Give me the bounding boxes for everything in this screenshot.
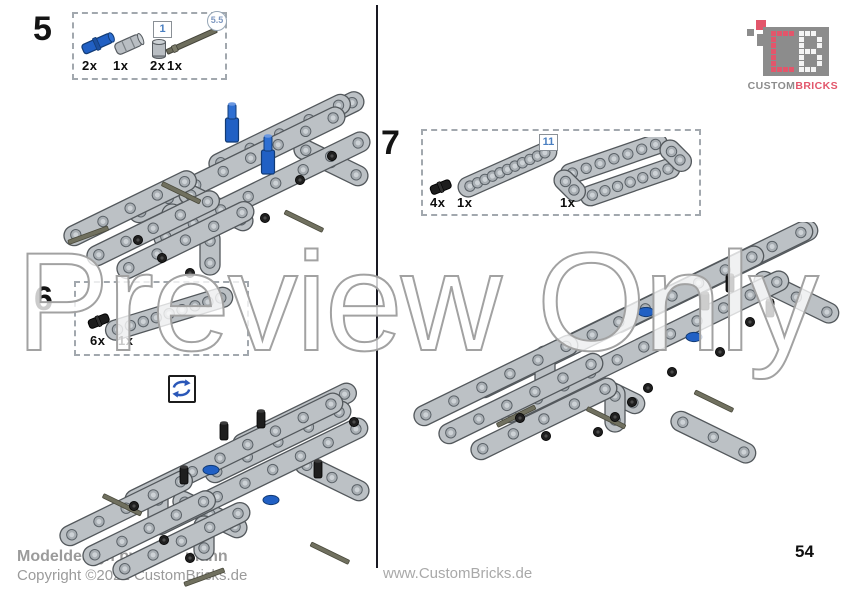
step7-part2-qty: 1x [457, 195, 473, 210]
axle-connector-icon [114, 32, 145, 55]
step7-number: 7 [381, 124, 400, 162]
step6-parts-box: 6x 1x [74, 281, 249, 356]
step6-assembly-image [59, 382, 370, 587]
logo-text-bricks: BRICKS [795, 80, 838, 92]
logo-square-red [756, 20, 766, 30]
custombricks-logo: CUSTOMBRICKS [742, 18, 840, 98]
step5-number: 5 [33, 10, 52, 48]
logo-square-small-grey [747, 29, 754, 36]
step6-part2-qty: 1x [118, 333, 134, 348]
logo-cb-square [763, 27, 829, 76]
step5-part4-qty: 1x [167, 58, 183, 73]
rotate-model-icon [168, 375, 196, 403]
bush-icon [152, 39, 166, 59]
step7-parts-box: 4x 11 1x 1x [421, 129, 701, 216]
part-length-badge-1: 1 [153, 21, 172, 38]
logo-text-custom: CUSTOM [747, 80, 796, 92]
black-pin-icon [429, 179, 452, 195]
beam-11-icon [457, 143, 558, 198]
flip-arrows-glyph [172, 379, 191, 398]
logo-wordmark: CUSTOMBRICKS [746, 80, 838, 92]
step5-part2-qty: 1x [113, 58, 129, 73]
step5-part1-qty: 2x [82, 58, 98, 73]
step5-assembly-image [63, 91, 371, 280]
step6-part1-qty: 6x [90, 333, 106, 348]
step5-part3-qty: 2x [150, 58, 166, 73]
black-pin-icon [87, 313, 110, 329]
beam-frame-assembly-icon [553, 137, 693, 207]
grey-beam-icon [104, 286, 234, 341]
step5-parts-box: 2x 1x 1 2x 1x 5.5 [72, 11, 227, 80]
page-number: 54 [795, 542, 814, 561]
blue-long-pin-icon [81, 32, 115, 55]
step7-part3-qty: 1x [560, 195, 576, 210]
website-text: www.CustomBricks.de [383, 565, 533, 582]
axle-length-badge-5-5: 5.5 [207, 11, 227, 31]
step6-number: 6 [34, 280, 53, 318]
step7-part1-qty: 4x [430, 195, 446, 210]
column-divider-line [376, 5, 378, 568]
step7-assembly-image [413, 222, 840, 464]
beam-length-badge-11: 11 [539, 134, 558, 151]
